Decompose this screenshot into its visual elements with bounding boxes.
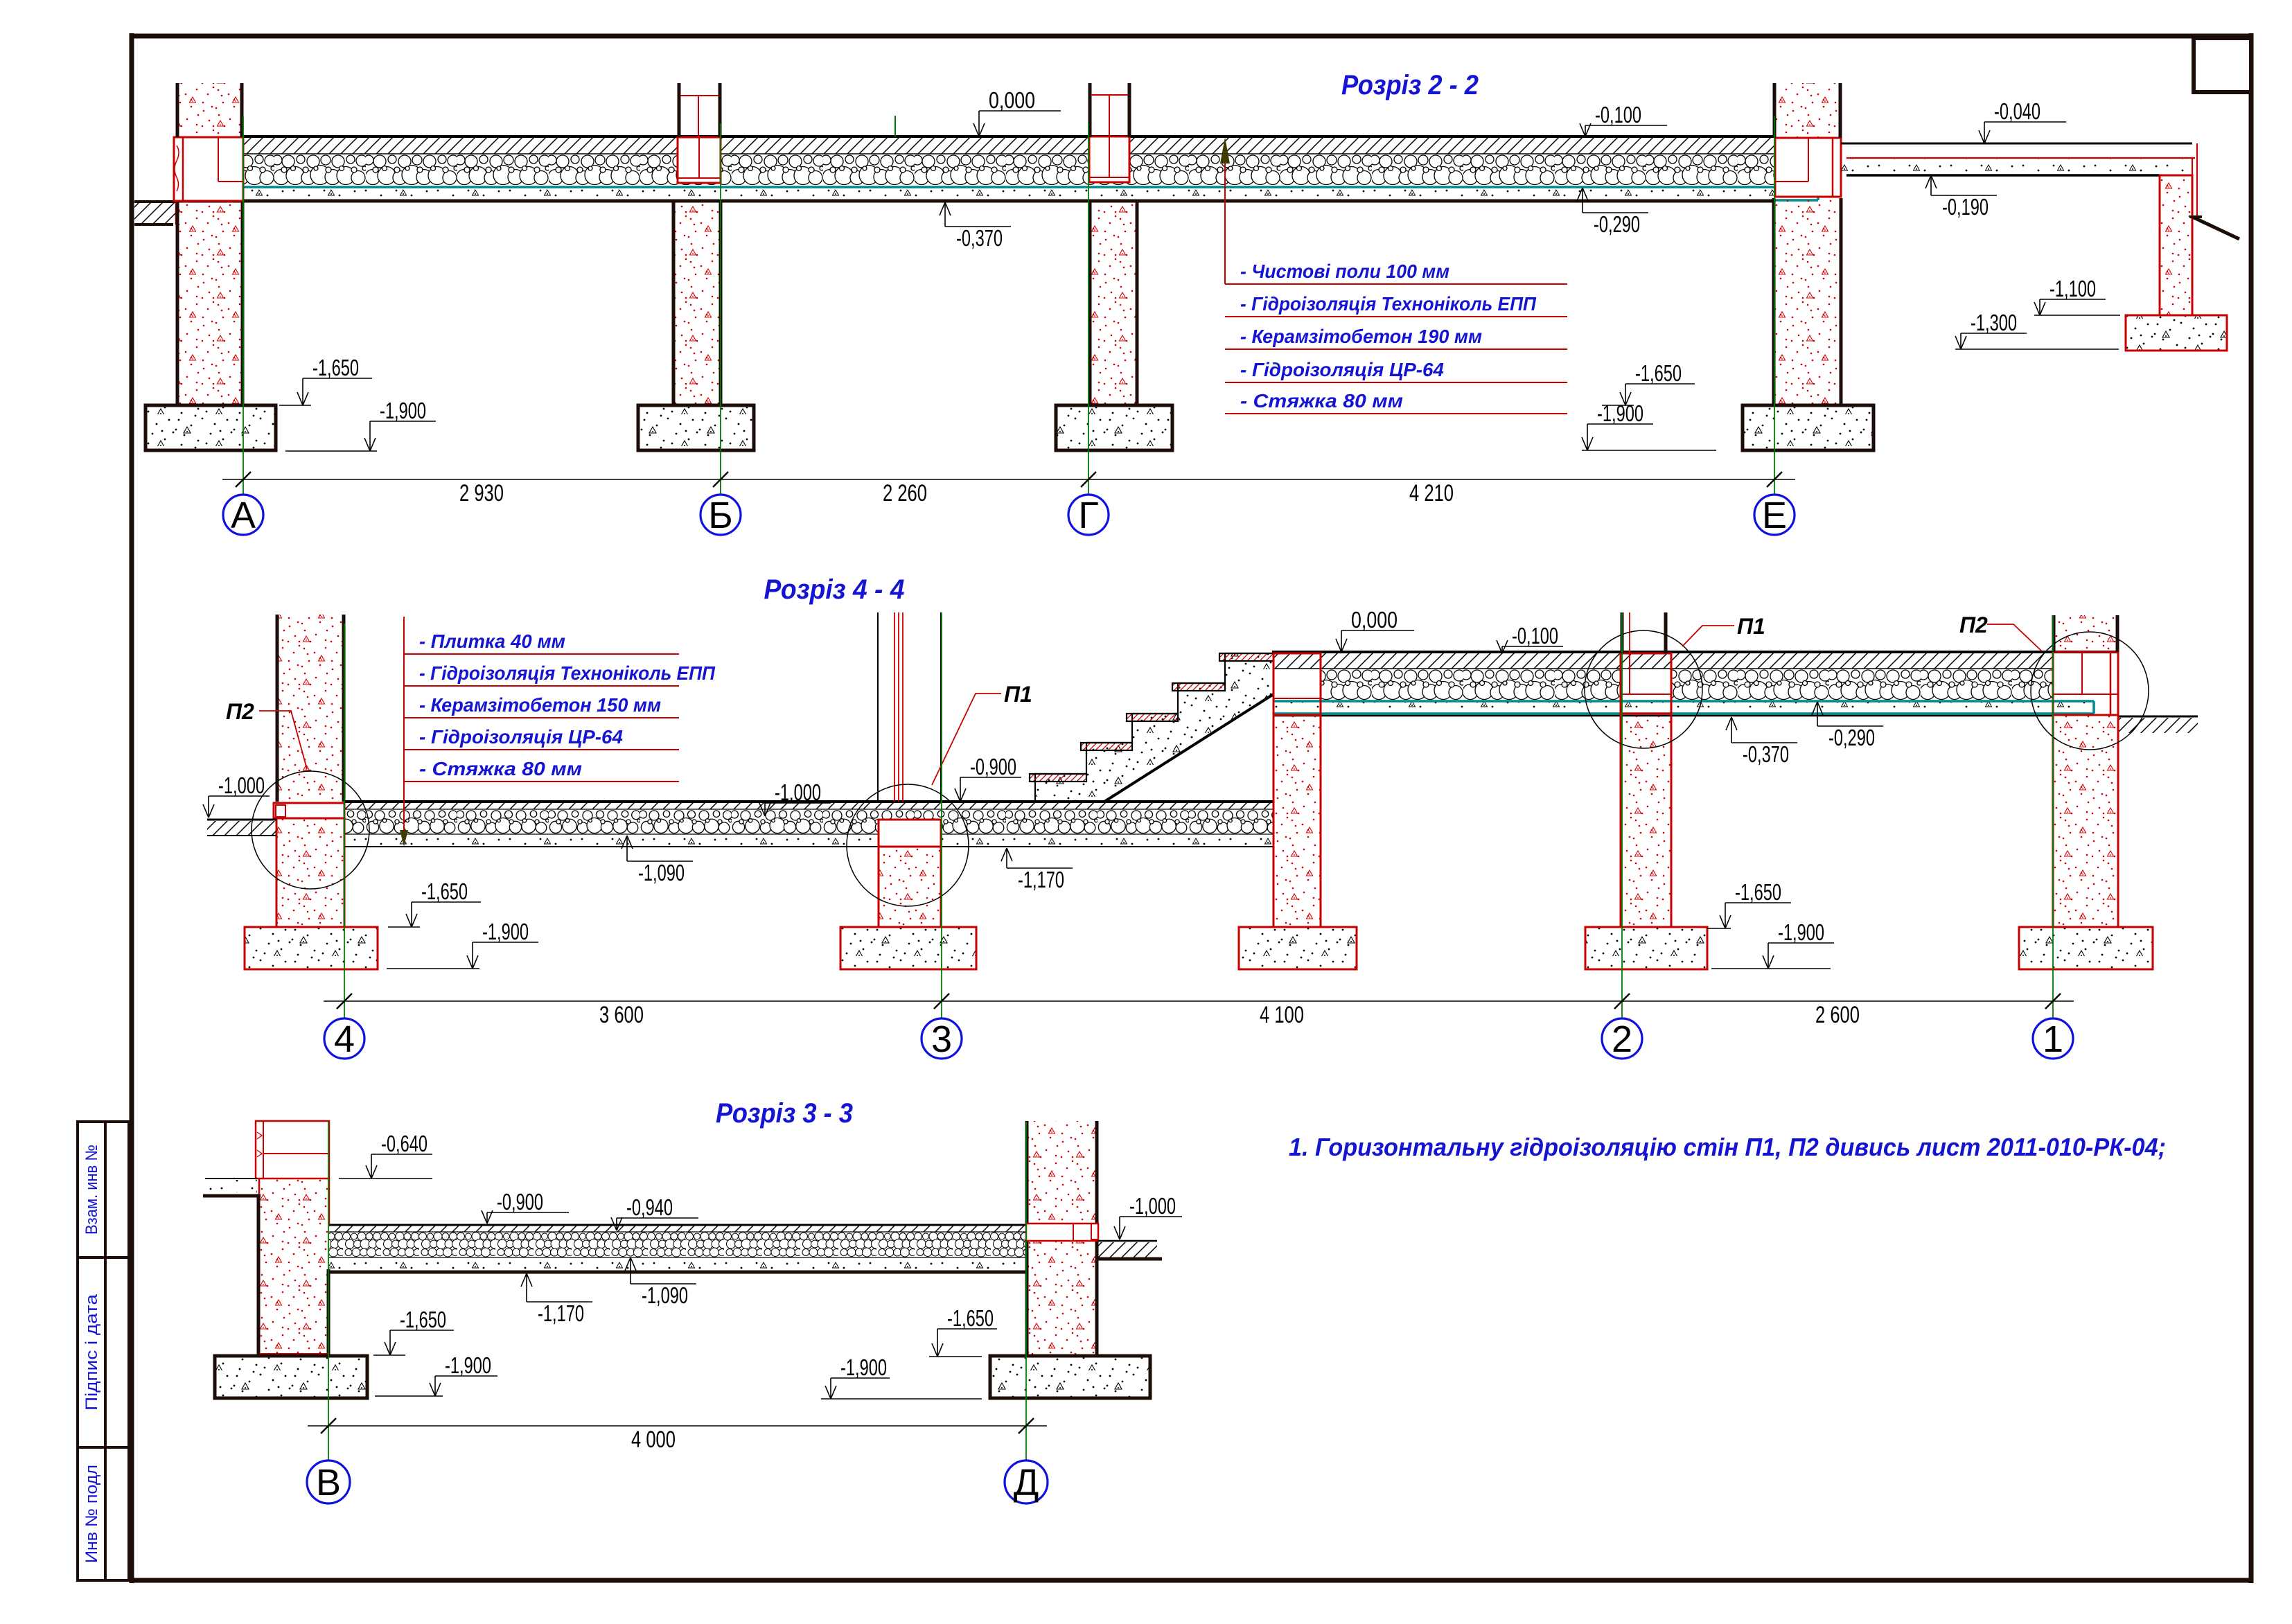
svg-text:-1,100: -1,100: [2049, 276, 2096, 301]
svg-text:4 210: 4 210: [1409, 480, 1454, 506]
svg-text:-1,650: -1,650: [421, 879, 468, 904]
svg-text:-0,190: -0,190: [1942, 194, 1989, 220]
svg-text:- Чистові поли 100 мм: - Чистові поли 100 мм: [1240, 261, 1449, 282]
svg-text:Підпис і дата: Підпис і дата: [82, 1294, 101, 1411]
svg-text:-1,900: -1,900: [380, 398, 426, 423]
svg-text:Д: Д: [1014, 1462, 1039, 1503]
svg-text:- Плитка 40 мм: - Плитка 40 мм: [419, 630, 565, 652]
svg-text:П1: П1: [1737, 614, 1765, 639]
svg-text:-1,650: -1,650: [400, 1307, 446, 1332]
svg-text:-1,650: -1,650: [947, 1305, 994, 1331]
svg-text:2 600: 2 600: [1815, 1002, 1860, 1028]
svg-text:Г: Г: [1078, 495, 1098, 536]
svg-text:В: В: [316, 1462, 341, 1503]
svg-text:-0,290: -0,290: [1594, 211, 1640, 237]
svg-text:-1,300: -1,300: [1971, 310, 2017, 335]
svg-text:0,000: 0,000: [1351, 607, 1398, 633]
svg-text:3 600: 3 600: [599, 1002, 644, 1028]
svg-text:-1,900: -1,900: [482, 919, 529, 944]
svg-text:-1,090: -1,090: [638, 860, 685, 885]
svg-text:3: 3: [931, 1018, 952, 1060]
svg-text:-1,000: -1,000: [218, 773, 265, 798]
svg-text:П2: П2: [226, 699, 254, 724]
svg-text:-0,290: -0,290: [1828, 725, 1875, 750]
svg-text:- Гідроізоляція Техноніколь ЕП: - Гідроізоляція Техноніколь ЕПП: [419, 662, 716, 684]
svg-text:-1,170: -1,170: [1018, 867, 1064, 892]
svg-text:-0,640: -0,640: [381, 1131, 427, 1156]
svg-text:- Стяжка 80 мм: - Стяжка 80 мм: [1240, 390, 1403, 412]
svg-text:Е: Е: [1762, 495, 1787, 536]
svg-text:-1,000: -1,000: [1129, 1193, 1176, 1219]
svg-text:1. Горизонтальну гідроізоляцію: 1. Горизонтальну гідроізоляцію стін П1, …: [1289, 1133, 2166, 1161]
svg-text:-1,900: -1,900: [445, 1352, 491, 1378]
svg-text:- Стяжка 80 мм: - Стяжка 80 мм: [419, 758, 582, 779]
svg-text:2: 2: [1612, 1018, 1632, 1060]
svg-text:-1,000: -1,000: [775, 779, 821, 805]
svg-text:- Гідроізоляція ЦР-64: - Гідроізоляція ЦР-64: [419, 726, 623, 748]
svg-text:-1,900: -1,900: [1597, 400, 1643, 426]
svg-text:-0,100: -0,100: [1595, 102, 1641, 127]
svg-text:2 930: 2 930: [459, 480, 504, 506]
svg-text:-0,100: -0,100: [1512, 623, 1558, 648]
svg-text:4: 4: [334, 1018, 355, 1060]
svg-text:4 000: 4 000: [631, 1427, 676, 1453]
svg-text:П1: П1: [1004, 682, 1032, 707]
svg-text:-1,650: -1,650: [1735, 879, 1781, 905]
svg-text:- Гідроізоляція ЦР-64: - Гідроізоляція ЦР-64: [1240, 359, 1444, 380]
svg-text:-0,940: -0,940: [626, 1194, 673, 1220]
svg-text:-1,900: -1,900: [1778, 919, 1824, 945]
svg-text:Розріз 2 - 2: Розріз 2 - 2: [1341, 70, 1479, 100]
svg-text:П2: П2: [1959, 612, 1988, 637]
svg-text:-1,170: -1,170: [538, 1300, 584, 1326]
svg-text:Б: Б: [708, 495, 732, 536]
svg-text:Розріз 3 - 3: Розріз 3 - 3: [716, 1098, 853, 1129]
svg-text:-0,900: -0,900: [970, 754, 1016, 779]
svg-text:-1,650: -1,650: [1635, 360, 1682, 386]
svg-text:- Керамзітобетон 150 мм: - Керамзітобетон 150 мм: [419, 694, 661, 716]
svg-text:4 100: 4 100: [1260, 1002, 1304, 1028]
svg-text:- Гідроізоляція Техноніколь ЕП: - Гідроізоляція Техноніколь ЕПП: [1240, 293, 1537, 315]
svg-text:Розріз 4 - 4: Розріз 4 - 4: [764, 574, 905, 605]
svg-text:2 260: 2 260: [883, 480, 927, 506]
svg-text:-0,370: -0,370: [1743, 741, 1789, 767]
svg-text:А: А: [231, 495, 256, 536]
svg-text:1: 1: [2043, 1018, 2063, 1060]
svg-text:Инв № подл: Инв № подл: [82, 1465, 101, 1563]
svg-text:-0,900: -0,900: [497, 1189, 543, 1215]
svg-text:-1,900: -1,900: [840, 1354, 887, 1380]
svg-text:-1,650: -1,650: [312, 355, 359, 380]
svg-text:-1,090: -1,090: [642, 1282, 688, 1308]
svg-text:-0,040: -0,040: [1994, 98, 2040, 124]
svg-text:0,000: 0,000: [989, 87, 1035, 113]
svg-text:Взам. инв №: Взам. инв №: [82, 1145, 101, 1235]
svg-text:-0,370: -0,370: [956, 225, 1003, 251]
svg-text:- Керамзітобетон 190 мм: - Керамзітобетон 190 мм: [1240, 326, 1482, 347]
